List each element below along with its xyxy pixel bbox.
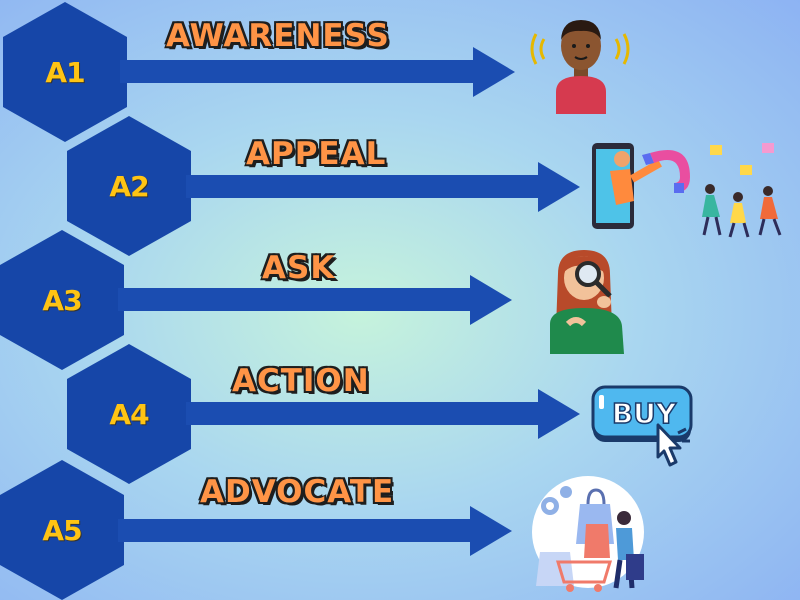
stage-code-a5: A5 — [42, 513, 82, 547]
stage-arrow-a1 — [120, 47, 515, 97]
stage-code-a3: A3 — [42, 283, 82, 317]
shopping-advocate-icon — [532, 476, 644, 592]
stage-arrow-a5 — [118, 506, 512, 556]
stage-code-a2: A2 — [109, 169, 149, 203]
stage-row-a5: A5 ADVOCATE — [0, 460, 800, 600]
stage-label-a4: ACTION — [232, 363, 370, 399]
stage-label-a3: ASK — [262, 250, 336, 286]
phone-magnet-attract-icon — [592, 143, 782, 238]
buy-button-click-icon: BUY — [591, 385, 693, 467]
stage-row-a2: A2 APPEAL — [0, 116, 800, 256]
buy-button-text: BUY — [612, 397, 677, 430]
person-noticing-icon — [530, 20, 630, 114]
stage-code-a1: A1 — [45, 55, 85, 89]
stage-label-a5: ADVOCATE — [200, 474, 395, 510]
stage-row-a4: A4 ACTION BUY — [0, 344, 800, 484]
stage-hexagon-a1: A1 — [3, 2, 127, 142]
stage-row-a3: A3 ASK — [0, 230, 800, 370]
stage-label-a1: AWARENESS — [166, 18, 390, 54]
stage-arrow-a2 — [186, 162, 580, 212]
woman-magnifying-glass-icon — [550, 250, 624, 354]
stage-hexagon-a4: A4 — [67, 344, 191, 484]
stage-label-a2: APPEAL — [246, 136, 387, 172]
stage-arrow-a4 — [186, 389, 580, 439]
stage-row-a1: A1 AWARENESS — [0, 0, 800, 142]
stage-hexagon-a5: A5 — [0, 460, 124, 600]
stage-code-a4: A4 — [109, 397, 149, 431]
stage-arrow-a3 — [118, 275, 512, 325]
